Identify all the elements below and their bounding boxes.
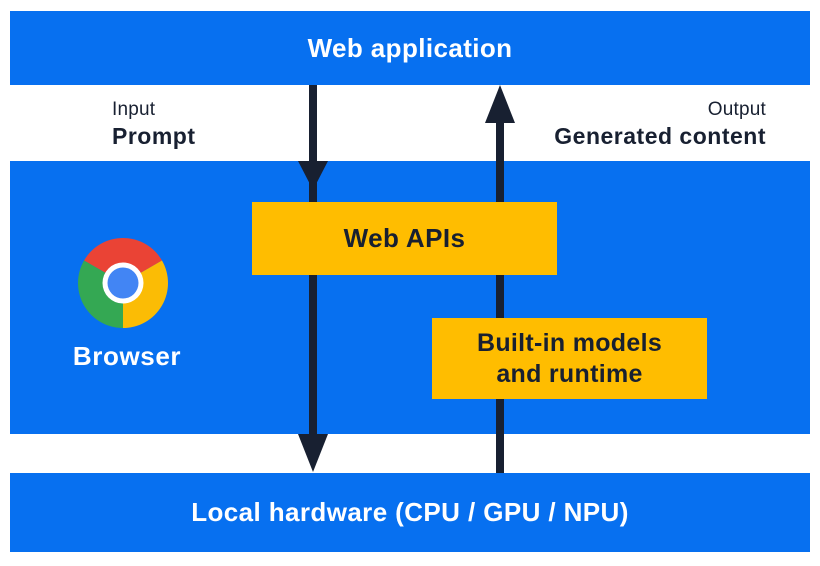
input-value: Prompt (112, 123, 196, 150)
chrome-logo-icon (78, 238, 168, 328)
down-arrowhead-lower (298, 434, 328, 472)
up-arrow-line (496, 123, 504, 473)
builtin-models-box: Built-in models and runtime (432, 318, 707, 399)
output-caption: Output (707, 99, 766, 120)
up-arrowhead (485, 85, 515, 123)
output-value: Generated content (554, 123, 766, 150)
input-flow-label: Input Prompt (112, 99, 196, 151)
local-hardware-bar: Local hardware (CPU / GPU / NPU) (10, 473, 810, 552)
input-caption: Input (112, 99, 156, 120)
web-apis-box: Web APIs (252, 202, 557, 275)
local-hardware-label: Local hardware (CPU / GPU / NPU) (191, 497, 629, 527)
down-arrowhead-upper (298, 161, 328, 190)
web-application-label: Web application (307, 32, 513, 63)
browser-label: Browser (72, 341, 182, 371)
builtin-models-label-line1: Built-in models (476, 328, 663, 357)
web-apis-label: Web APIs (343, 223, 466, 253)
web-application-bar: Web application (10, 11, 810, 85)
builtin-models-label-line2: and runtime (496, 359, 643, 388)
output-flow-label: Output Generated content (554, 99, 766, 151)
